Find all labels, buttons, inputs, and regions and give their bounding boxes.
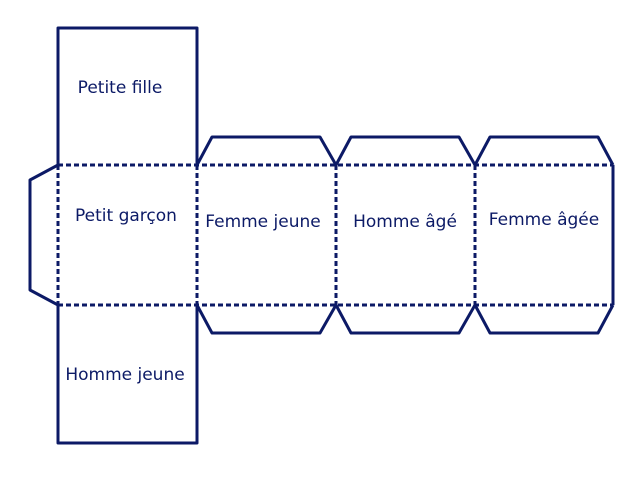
tab-top-2 — [334, 135, 477, 166]
face-top-outline — [56, 26, 199, 165]
face-label-third: Homme âgé — [353, 212, 457, 232]
face-label-top: Petite fille — [77, 78, 163, 98]
tab-top-3 — [473, 135, 615, 166]
face-label-middle-left: Petit garçon — [75, 206, 177, 226]
tab-top-1 — [195, 135, 338, 166]
face-label-fourth: Femme âgée — [488, 210, 600, 230]
glue-flap-left — [28, 163, 59, 307]
face-label-bottom: Homme jeune — [65, 365, 185, 385]
face-bottom-outline — [56, 305, 199, 445]
tab-bottom-3 — [473, 304, 615, 335]
tab-bottom-2 — [334, 304, 477, 335]
tab-bottom-1 — [195, 304, 338, 335]
face-label-second: Femme jeune — [205, 212, 321, 232]
